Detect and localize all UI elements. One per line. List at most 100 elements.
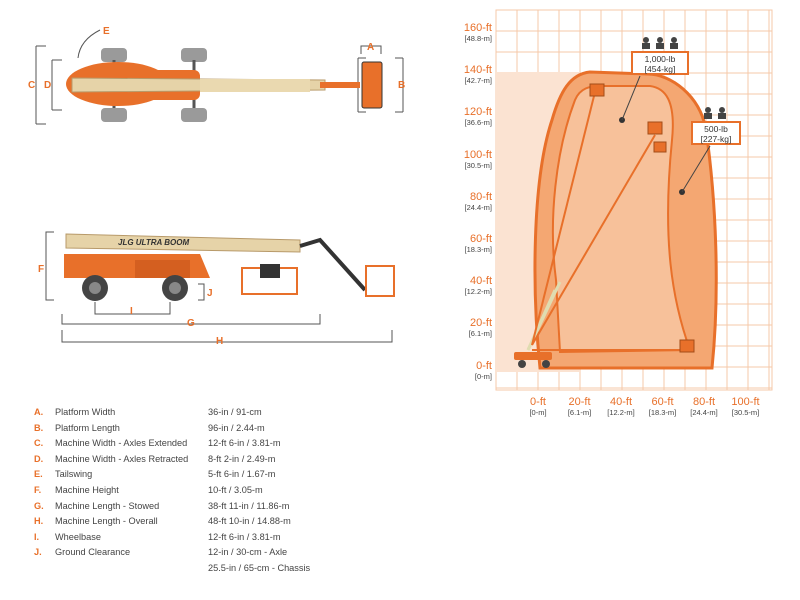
y-tick-m: [48.8-m] [464, 34, 492, 43]
y-tick-m: [24.4-m] [464, 202, 492, 212]
y-tick-label: 160-ft[48.8-m] [464, 22, 492, 43]
x-tick-m: [24.4-m] [690, 408, 718, 417]
spec-name: Wheelbase [55, 531, 101, 542]
spec-letter: A. [34, 407, 44, 417]
spec-value: 12-ft 6-in / 3.81-m [208, 438, 281, 449]
y-tick-m: [42.7-m] [464, 76, 492, 86]
y-tick-ft: 100-ft [463, 148, 492, 161]
spec-name: Machine Length - Stowed [55, 500, 160, 511]
spec-row: G. Machine Length - Stowed 38-ft 11-in / 1… [34, 499, 334, 515]
dim-h-bracket [61, 330, 393, 343]
spec-name: Platform Width [55, 407, 116, 417]
y-tick-label: 20-ft[6.1-m] [469, 317, 492, 338]
person-icon [670, 37, 678, 49]
spec-row: A. Platform Width 36-in / 91-cm [34, 405, 334, 421]
capacity-1000lb-label: 1,000-lb [454-kg] [632, 54, 688, 74]
x-tick-label: 20-ft[6.1-m] [560, 396, 600, 417]
y-tick-ft: 80-ft [469, 190, 492, 203]
spec-letter: C. [34, 438, 44, 449]
spec-name: Machine Width - Axles Extended [55, 438, 188, 449]
y-tick-ft: 140-ft [463, 64, 492, 77]
x-tick-m: [6.1-m] [567, 408, 592, 417]
person-icon [718, 107, 726, 119]
y-tick-label: 40-ft[12.2-m] [464, 275, 492, 296]
dim-letter-d: D [44, 80, 52, 91]
dim-letter-c: C [28, 80, 36, 91]
platform [361, 61, 383, 109]
capacity-500lb-weight: 500-lb [704, 124, 728, 134]
y-tick-m: [6.1-m] [468, 329, 492, 339]
dim-letter-e: E [103, 26, 110, 37]
spec-value: 12-ft 6-in / 3.81-m [208, 531, 281, 542]
spec-letter: G. [34, 500, 44, 511]
x-tick-label: 40-ft[12.2-m] [601, 396, 641, 417]
x-tick-ft: 60-ft [651, 396, 674, 408]
y-tick-ft: 20-ft [469, 317, 492, 330]
dim-letter-j: J [207, 288, 213, 299]
capacity-box-500lb [691, 121, 741, 145]
dim-letter-g: G [187, 318, 195, 329]
x-tick-m: [12.2-m] [607, 408, 635, 417]
y-tick-m: [12.2-m] [464, 287, 492, 297]
y-tick-label: 100-ft[30.5-m] [464, 149, 492, 170]
dim-g-bracket [61, 314, 321, 325]
capacity-box-1000lb [631, 51, 689, 75]
boom [65, 233, 301, 253]
y-tick-label: 120-ft[36.6-m] [464, 106, 492, 127]
spec-value: 38-ft 11-in / 11.86-m [208, 500, 290, 511]
y-tick-m: [18.3-m] [464, 245, 492, 254]
dim-c-bracket [35, 45, 46, 125]
dim-a-bracket [360, 45, 382, 54]
dim-letter-i: I [130, 306, 133, 317]
dim-f-bracket [45, 231, 54, 301]
spec-name: Machine Length - Overall [55, 516, 158, 527]
spec-name: Machine Height [55, 484, 119, 495]
y-tick-label: 0-ft[0-m] [475, 360, 492, 381]
y-tick-label: 140-ft[42.7-m] [464, 64, 492, 85]
person-icon [704, 107, 712, 119]
dim-letter-b: B [398, 80, 406, 91]
spec-letter: H. [34, 516, 44, 527]
spec-row: C. Machine Width - Axles Extended 12-ft 6-… [34, 436, 334, 452]
capacity-500lb-kg: [227-kg] [700, 134, 732, 144]
dim-i-bracket [94, 302, 171, 315]
spec-letter: D. [34, 453, 44, 464]
y-tick-m: [36.6-m] [464, 118, 492, 128]
spec-name: Platform Length [55, 422, 120, 433]
side-view-diagram [45, 231, 395, 343]
spec-row: B. Platform Length 96-in / 2.44-m [34, 421, 334, 437]
top-view-diagram [35, 29, 404, 125]
capacity-1000lb-weight: 1,000-lb [644, 54, 676, 64]
y-tick-ft: 0-ft [476, 359, 492, 372]
x-tick-ft: 20-ft [568, 396, 591, 408]
x-tick-ft: 80-ft [692, 396, 715, 408]
y-tick-label: 60-ft[18.3-m] [464, 233, 492, 254]
spec-name: Ground Clearance [55, 547, 131, 558]
spec-value: 96-in / 2.44-m [208, 422, 265, 433]
dim-letter-h: H [216, 336, 224, 347]
spec-letter: E. [34, 469, 43, 480]
spec-row: 25.5-in / 65-cm - Chassis [34, 561, 334, 577]
person-icon [642, 37, 650, 49]
y-tick-m: [0-m] [474, 371, 492, 381]
spec-value: 5-ft 6-in / 1.67-m [208, 469, 276, 480]
x-tick-label: 100-ft[30.5-m] [726, 396, 766, 417]
x-tick-label: 60-ft[18.3-m] [643, 396, 683, 417]
y-tick-ft: 120-ft [463, 106, 492, 119]
y-tick-ft: 40-ft [469, 275, 492, 288]
spec-value: 12-in / 30-cm - Axle [208, 547, 288, 558]
x-tick-m: [30.5-m] [731, 408, 760, 417]
x-tick-ft: 0-ft [530, 396, 546, 408]
spec-value: 48-ft 10-in / 14.88-m [208, 516, 291, 527]
platform [365, 265, 395, 297]
spec-name: Machine Width - Axles Retracted [55, 453, 189, 464]
x-tick-label: 80-ft[24.4-m] [684, 396, 724, 417]
spec-letter: B. [34, 422, 44, 433]
spec-value: 36-in / 91-cm [208, 407, 262, 417]
